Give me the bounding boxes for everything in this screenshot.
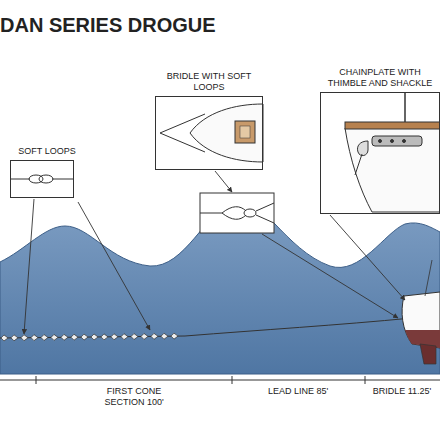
cone: [31, 335, 38, 341]
inset-box: BRIDLE WITH SOFT LOOPS: [155, 96, 263, 170]
bridle-detail: [160, 104, 263, 162]
cone: [91, 334, 98, 340]
cone: [131, 334, 138, 340]
cone: [21, 335, 28, 341]
cone: [41, 335, 48, 341]
cone: [101, 334, 108, 340]
cone: [121, 334, 128, 340]
cone: [111, 334, 118, 340]
cone: [51, 334, 58, 340]
boat: [402, 260, 440, 364]
cone: [1, 335, 8, 341]
inset-heading: CHAINPLATE WITH THIMBLE AND SHACKLE: [325, 67, 435, 89]
diagram-title: DAN SERIES DROGUE: [0, 14, 216, 37]
dimension-label: BRIDLE 11.25': [366, 386, 438, 397]
inset-heading: BRIDLE WITH SOFT LOOPS: [164, 71, 254, 93]
chainplate-detail: [345, 92, 440, 212]
cone: [81, 334, 88, 340]
cone: [171, 333, 178, 339]
cone: [161, 333, 168, 339]
dimension-bar: [0, 376, 440, 384]
lead-line: [185, 318, 412, 336]
cone: [11, 335, 18, 341]
cone: [151, 333, 158, 339]
soft-loop-detail: [10, 175, 74, 183]
cone: [141, 333, 148, 339]
loop-inset: [200, 193, 274, 233]
dimension-label: FIRST CONE SECTION 100': [89, 386, 179, 408]
drogue-cones: [1, 333, 178, 341]
leader-lines: [24, 171, 405, 334]
inset-frame: [155, 96, 263, 170]
inset-box: CHAINPLATE WITH THIMBLE AND SHACKLE: [320, 92, 440, 214]
cone: [61, 334, 68, 340]
inset-heading: SOFT LOOPS: [2, 146, 92, 157]
cone: [71, 334, 78, 340]
inset-box: SOFT LOOPS: [10, 160, 74, 198]
inset-frame: [10, 160, 74, 198]
inset-frame: [320, 92, 440, 214]
bridle-loop-detail: [200, 203, 274, 223]
dimension-label: LEAD LINE 85': [238, 386, 358, 397]
